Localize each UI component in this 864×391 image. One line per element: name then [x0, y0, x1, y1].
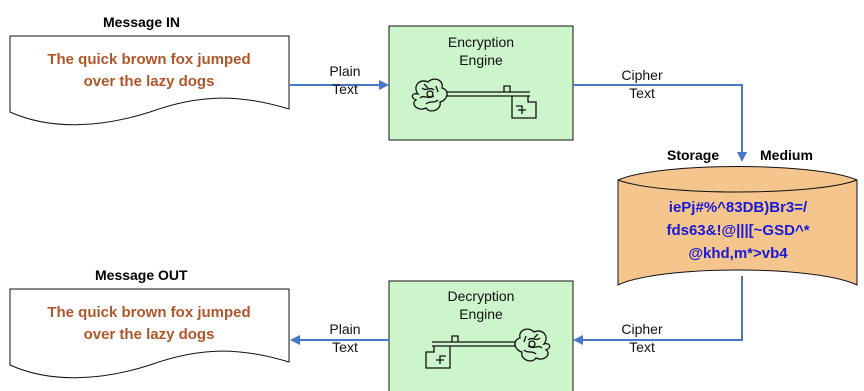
encryption-engine-line-2: Engine — [459, 52, 503, 68]
encryption-engine-box — [388, 25, 574, 141]
storage-cipher-text: iePj#%^83DB)Br3=/ fds63&!@|||[~GSD^* @kh… — [622, 196, 854, 265]
cipher-text-bottom-label: Cipher Text — [612, 320, 672, 356]
message-out-heading: Message OUT — [95, 267, 188, 283]
message-out-line-2: over the lazy dogs — [83, 326, 215, 343]
arrow-cipher-text-bottom — [573, 276, 743, 345]
plain-text-in-line-2: Text — [332, 81, 358, 97]
message-out-document — [9, 288, 290, 379]
cipher-text-bottom-line-2: Text — [629, 339, 655, 355]
plain-text-out-label: Plain Text — [322, 320, 368, 356]
plain-text-in-label: Plain Text — [322, 62, 368, 98]
message-out-line-1: The quick brown fox jumped — [47, 304, 251, 321]
plain-text-out-line-2: Text — [332, 339, 358, 355]
storage-cipher-line-2: fds63&!@|||[~GSD^* — [666, 222, 810, 239]
encryption-engine-line-1: Encryption — [447, 34, 515, 50]
storage-cipher-line-1: iePj#%^83DB)Br3=/ — [668, 199, 808, 216]
message-in-line-2: over the lazy dogs — [83, 73, 215, 90]
message-in-text: The quick brown fox jumped over the lazy… — [18, 49, 280, 93]
decryption-engine-label: Decryption Engine — [389, 287, 573, 323]
decryption-engine-line-1: Decryption — [447, 288, 515, 304]
storage-cylinder — [617, 166, 858, 286]
plain-text-out-line-1: Plain — [329, 321, 361, 337]
cipher-text-bottom-line-1: Cipher — [621, 321, 663, 337]
storage-cylinder-top-rim — [617, 179, 858, 193]
cipher-text-top-line-2: Text — [629, 85, 655, 101]
encryption-engine-label: Encryption Engine — [389, 33, 573, 69]
message-out-text: The quick brown fox jumped over the lazy… — [18, 302, 280, 346]
encryption-key-icon — [411, 78, 537, 119]
cipher-text-top-line-1: Cipher — [621, 67, 663, 83]
arrow-cipher-text-top — [573, 84, 747, 162]
message-in-line-1: The quick brown fox jumped — [47, 51, 251, 68]
plain-text-in-line-1: Plain — [329, 63, 361, 79]
message-in-heading: Message IN — [103, 14, 181, 30]
storage-label-left: Storage — [667, 147, 720, 163]
storage-cipher-line-3: @khd,m*>vb4 — [688, 245, 788, 262]
decryption-key-icon — [425, 328, 551, 369]
message-in-document — [9, 35, 290, 126]
decryption-engine-line-2: Engine — [459, 306, 503, 322]
cipher-text-top-label: Cipher Text — [612, 66, 672, 102]
storage-label-right: Medium — [760, 147, 813, 163]
